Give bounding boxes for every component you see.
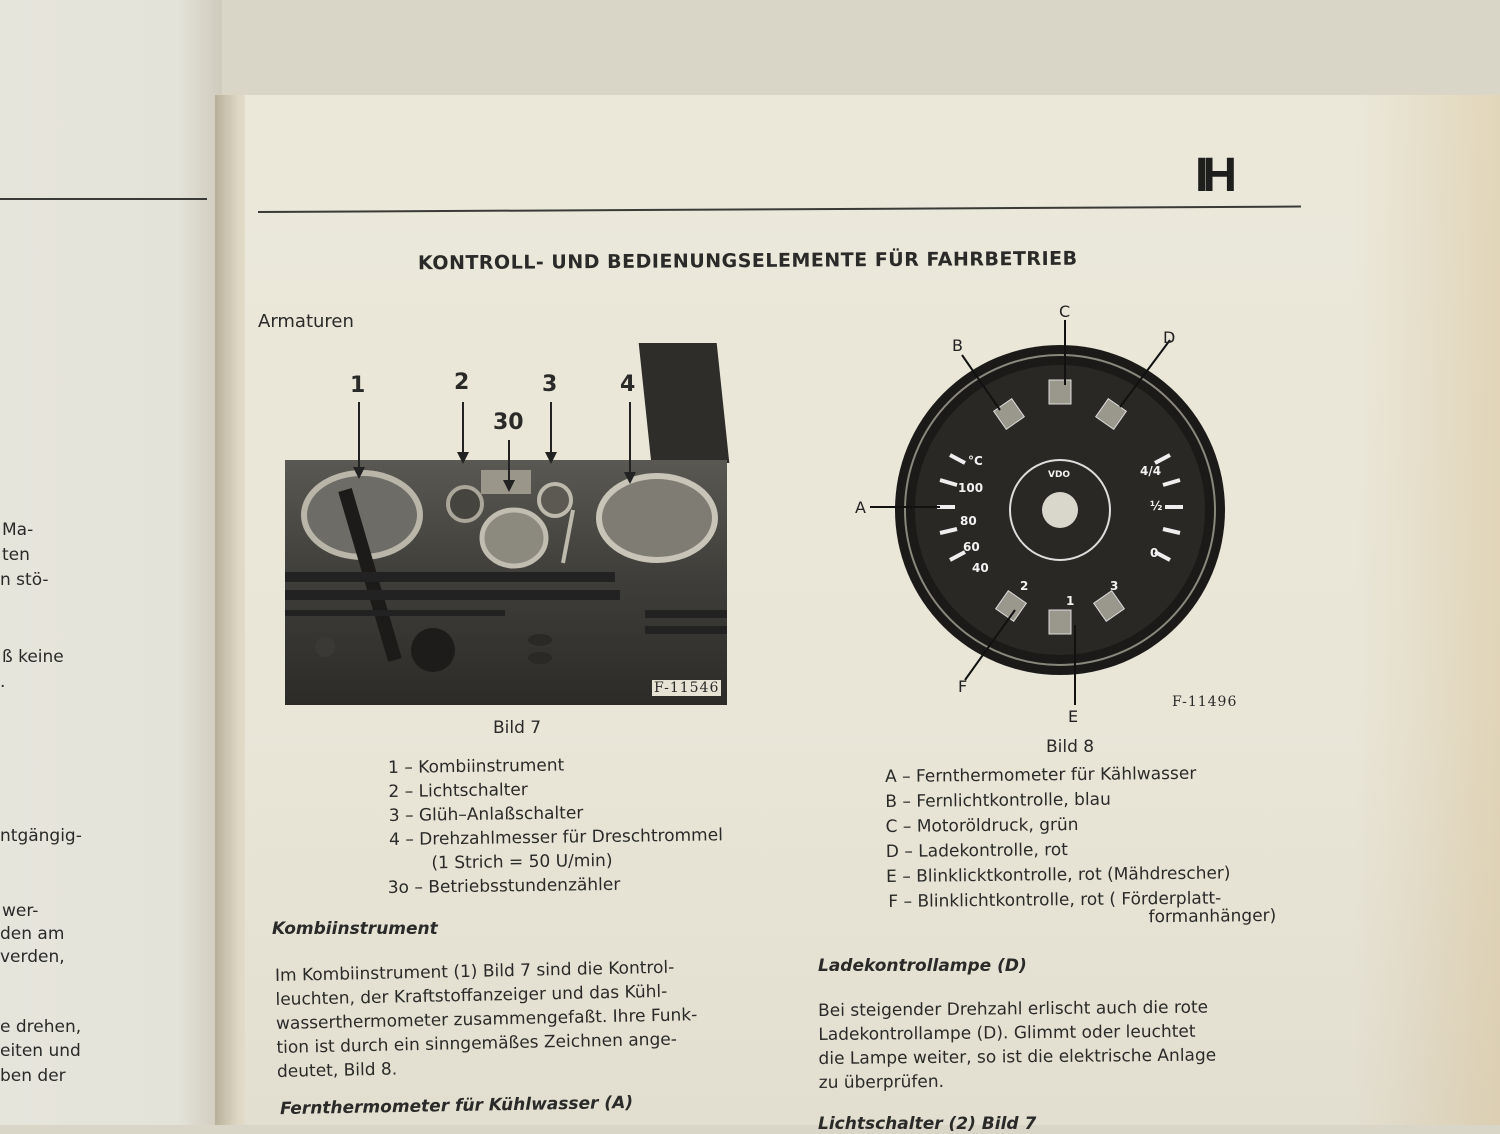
- text-fragment: verden,: [0, 947, 65, 967]
- dial-label: ½: [1150, 499, 1162, 513]
- figure-8-code: F-11496: [1172, 694, 1238, 710]
- figure-8-gauge: °C 100 80 60 40 4/4 ½ 0 VDO 1 2 3 A B C …: [855, 302, 1225, 726]
- lade-heading: Ladekontrollampe (D): [818, 956, 1027, 976]
- dial-labels: °C 100 80 60 40 4/4 ½ 0 VDO 1 2 3: [958, 454, 1162, 608]
- section-heading: Armaturen: [258, 311, 354, 332]
- vdo-label: VDO: [1048, 470, 1070, 480]
- dial-label: 2: [1020, 579, 1028, 593]
- callout-lines: [870, 320, 1171, 705]
- ih-logo: IH: [1195, 148, 1237, 203]
- callout-3: 3: [542, 372, 558, 397]
- text-fragment: e drehen,: [0, 1017, 82, 1037]
- legend-item: E – Blinklicktkontrolle, rot (Mähdresche…: [886, 863, 1231, 887]
- arrow-3: [545, 402, 557, 464]
- legend-item: 1 – Kombiinstrument: [387, 755, 565, 778]
- dial-label: 60: [963, 540, 980, 554]
- callout-2: 2: [454, 370, 470, 395]
- page-edge-shade: [1355, 95, 1500, 1125]
- legend-item: 3o – Betriebsstundenzähler: [387, 874, 621, 899]
- dashboard-illustration: [285, 470, 727, 672]
- center-ring: [1009, 459, 1111, 561]
- dial-label: 3: [1110, 579, 1118, 593]
- dial-label: 100: [958, 481, 983, 495]
- callout-letters: A B C D E F: [855, 302, 1175, 726]
- arrow-4: [624, 402, 636, 484]
- legend-item: formanhänger): [1148, 905, 1277, 928]
- dial-label: 40: [972, 561, 989, 575]
- callout-a: A: [855, 498, 866, 517]
- legend-item: 2 – Lichtschalter: [388, 780, 528, 802]
- dial-label: 80: [960, 514, 977, 528]
- temp-scale: [937, 453, 966, 562]
- page-title: KONTROLL- UND BEDIENUNGSELEMENTE FÜR FAH…: [417, 247, 1078, 275]
- callout-f: F: [958, 677, 967, 696]
- warning-lamps: [992, 379, 1128, 635]
- text-fragment: .: [0, 672, 6, 692]
- bezel-ring: [904, 354, 1216, 666]
- callout-e: E: [1068, 707, 1078, 726]
- dashboard-photo: [285, 460, 727, 705]
- legend-item: D – Ladekontrolle, rot: [885, 840, 1068, 862]
- dial-label: 1: [1066, 594, 1074, 608]
- text-fragment: ben der: [0, 1066, 66, 1086]
- left-page-rule: [0, 198, 207, 200]
- callout-c: C: [1059, 302, 1070, 321]
- paragraph-line: die Lampe weiter, so ist die elektrische…: [818, 1045, 1217, 1069]
- paragraph-line: zu überprüfen.: [818, 1071, 945, 1093]
- dial-label: 4/4: [1140, 464, 1161, 478]
- callout-4: 4: [620, 372, 636, 397]
- legend-item: C – Motoröldruck, grün: [885, 814, 1079, 837]
- callout-1: 1: [350, 373, 366, 398]
- legend-item: A – Fernthermometer für Kählwasser: [884, 763, 1197, 787]
- logo-text: IH: [1195, 149, 1237, 202]
- paragraph-line: deutet, Bild 8.: [276, 1059, 398, 1082]
- text-fragment: Ma-: [2, 520, 34, 540]
- text-fragment: n stö-: [0, 570, 49, 590]
- legend-item: (1 Strich = 50 U/min): [431, 850, 613, 874]
- paragraph-line: Ladekontrollampe (D). Glimmt oder leucht…: [818, 1021, 1196, 1045]
- text-fragment: ten: [2, 545, 30, 565]
- dial-label: °C: [968, 454, 983, 468]
- lichtschalter-heading: Lichtschalter (2) Bild 7: [818, 1114, 1037, 1134]
- figure-8-caption: Bild 8: [1046, 737, 1095, 757]
- legend-item: B – Fernlichtkontrolle, blau: [885, 789, 1111, 812]
- center-knob: [1042, 492, 1078, 528]
- dial-label: 0: [1150, 546, 1158, 560]
- legend-item: 3 – Glüh–Anlaßschalter: [388, 803, 584, 826]
- figure-7-caption: Bild 7: [493, 718, 542, 738]
- text-fragment: ntgängig-: [0, 826, 82, 846]
- text-fragment: wer-: [2, 901, 39, 921]
- photo-dark-panel: [638, 343, 730, 463]
- left-page: [0, 0, 222, 1125]
- arrow-30: [503, 440, 515, 492]
- callout-d: D: [1163, 328, 1175, 347]
- callout-b: B: [952, 336, 963, 355]
- text-fragment: den am: [0, 924, 65, 944]
- figure-7-code: F-11546: [652, 680, 722, 696]
- arrow-1: [353, 402, 365, 479]
- text-fragment: ß keine: [2, 647, 64, 667]
- text-fragment: eiten und: [0, 1041, 81, 1061]
- callout-30: 30: [493, 410, 524, 435]
- arrow-2: [457, 402, 469, 464]
- fuel-scale: [1154, 453, 1183, 562]
- paragraph-line: Bei steigender Drehzahl erlischt auch di…: [818, 997, 1209, 1021]
- kombi-heading: Kombiinstrument: [272, 919, 438, 939]
